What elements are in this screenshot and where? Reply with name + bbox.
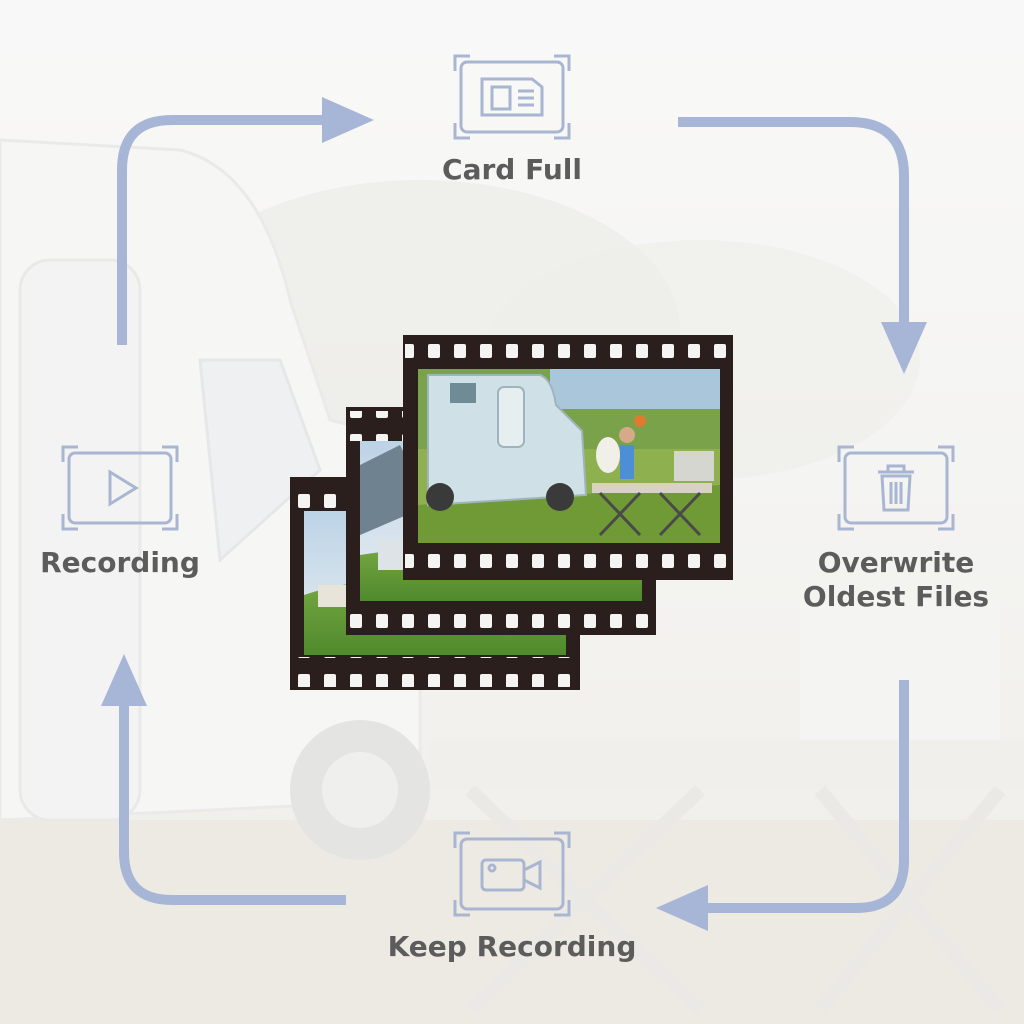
arrow-head-top — [322, 97, 374, 143]
step-overwrite-label: Overwrite Oldest Files — [796, 546, 996, 614]
video-camera-icon — [453, 831, 571, 917]
sd-card-icon — [453, 54, 571, 140]
arrow-head-bottom — [656, 885, 708, 931]
arrow-recording-to-card-full — [117, 115, 330, 345]
step-overwrite-text: Overwrite Oldest Files — [802, 546, 990, 613]
arrow-keep-recording-to-recording — [119, 700, 346, 905]
step-recording-label: Recording — [40, 546, 200, 579]
trash-icon — [837, 445, 955, 531]
film-frame-front — [403, 335, 733, 580]
play-icon — [61, 445, 179, 531]
arrow-head-left — [101, 654, 147, 706]
step-keep-recording-label: Keep Recording — [387, 930, 637, 963]
film-strip-stack — [290, 335, 733, 690]
arrow-card-full-to-overwrite — [678, 117, 909, 330]
arrow-overwrite-to-keep-recording — [700, 680, 909, 913]
step-card-full-label: Card Full — [442, 153, 582, 186]
arrow-head-right — [881, 322, 927, 374]
